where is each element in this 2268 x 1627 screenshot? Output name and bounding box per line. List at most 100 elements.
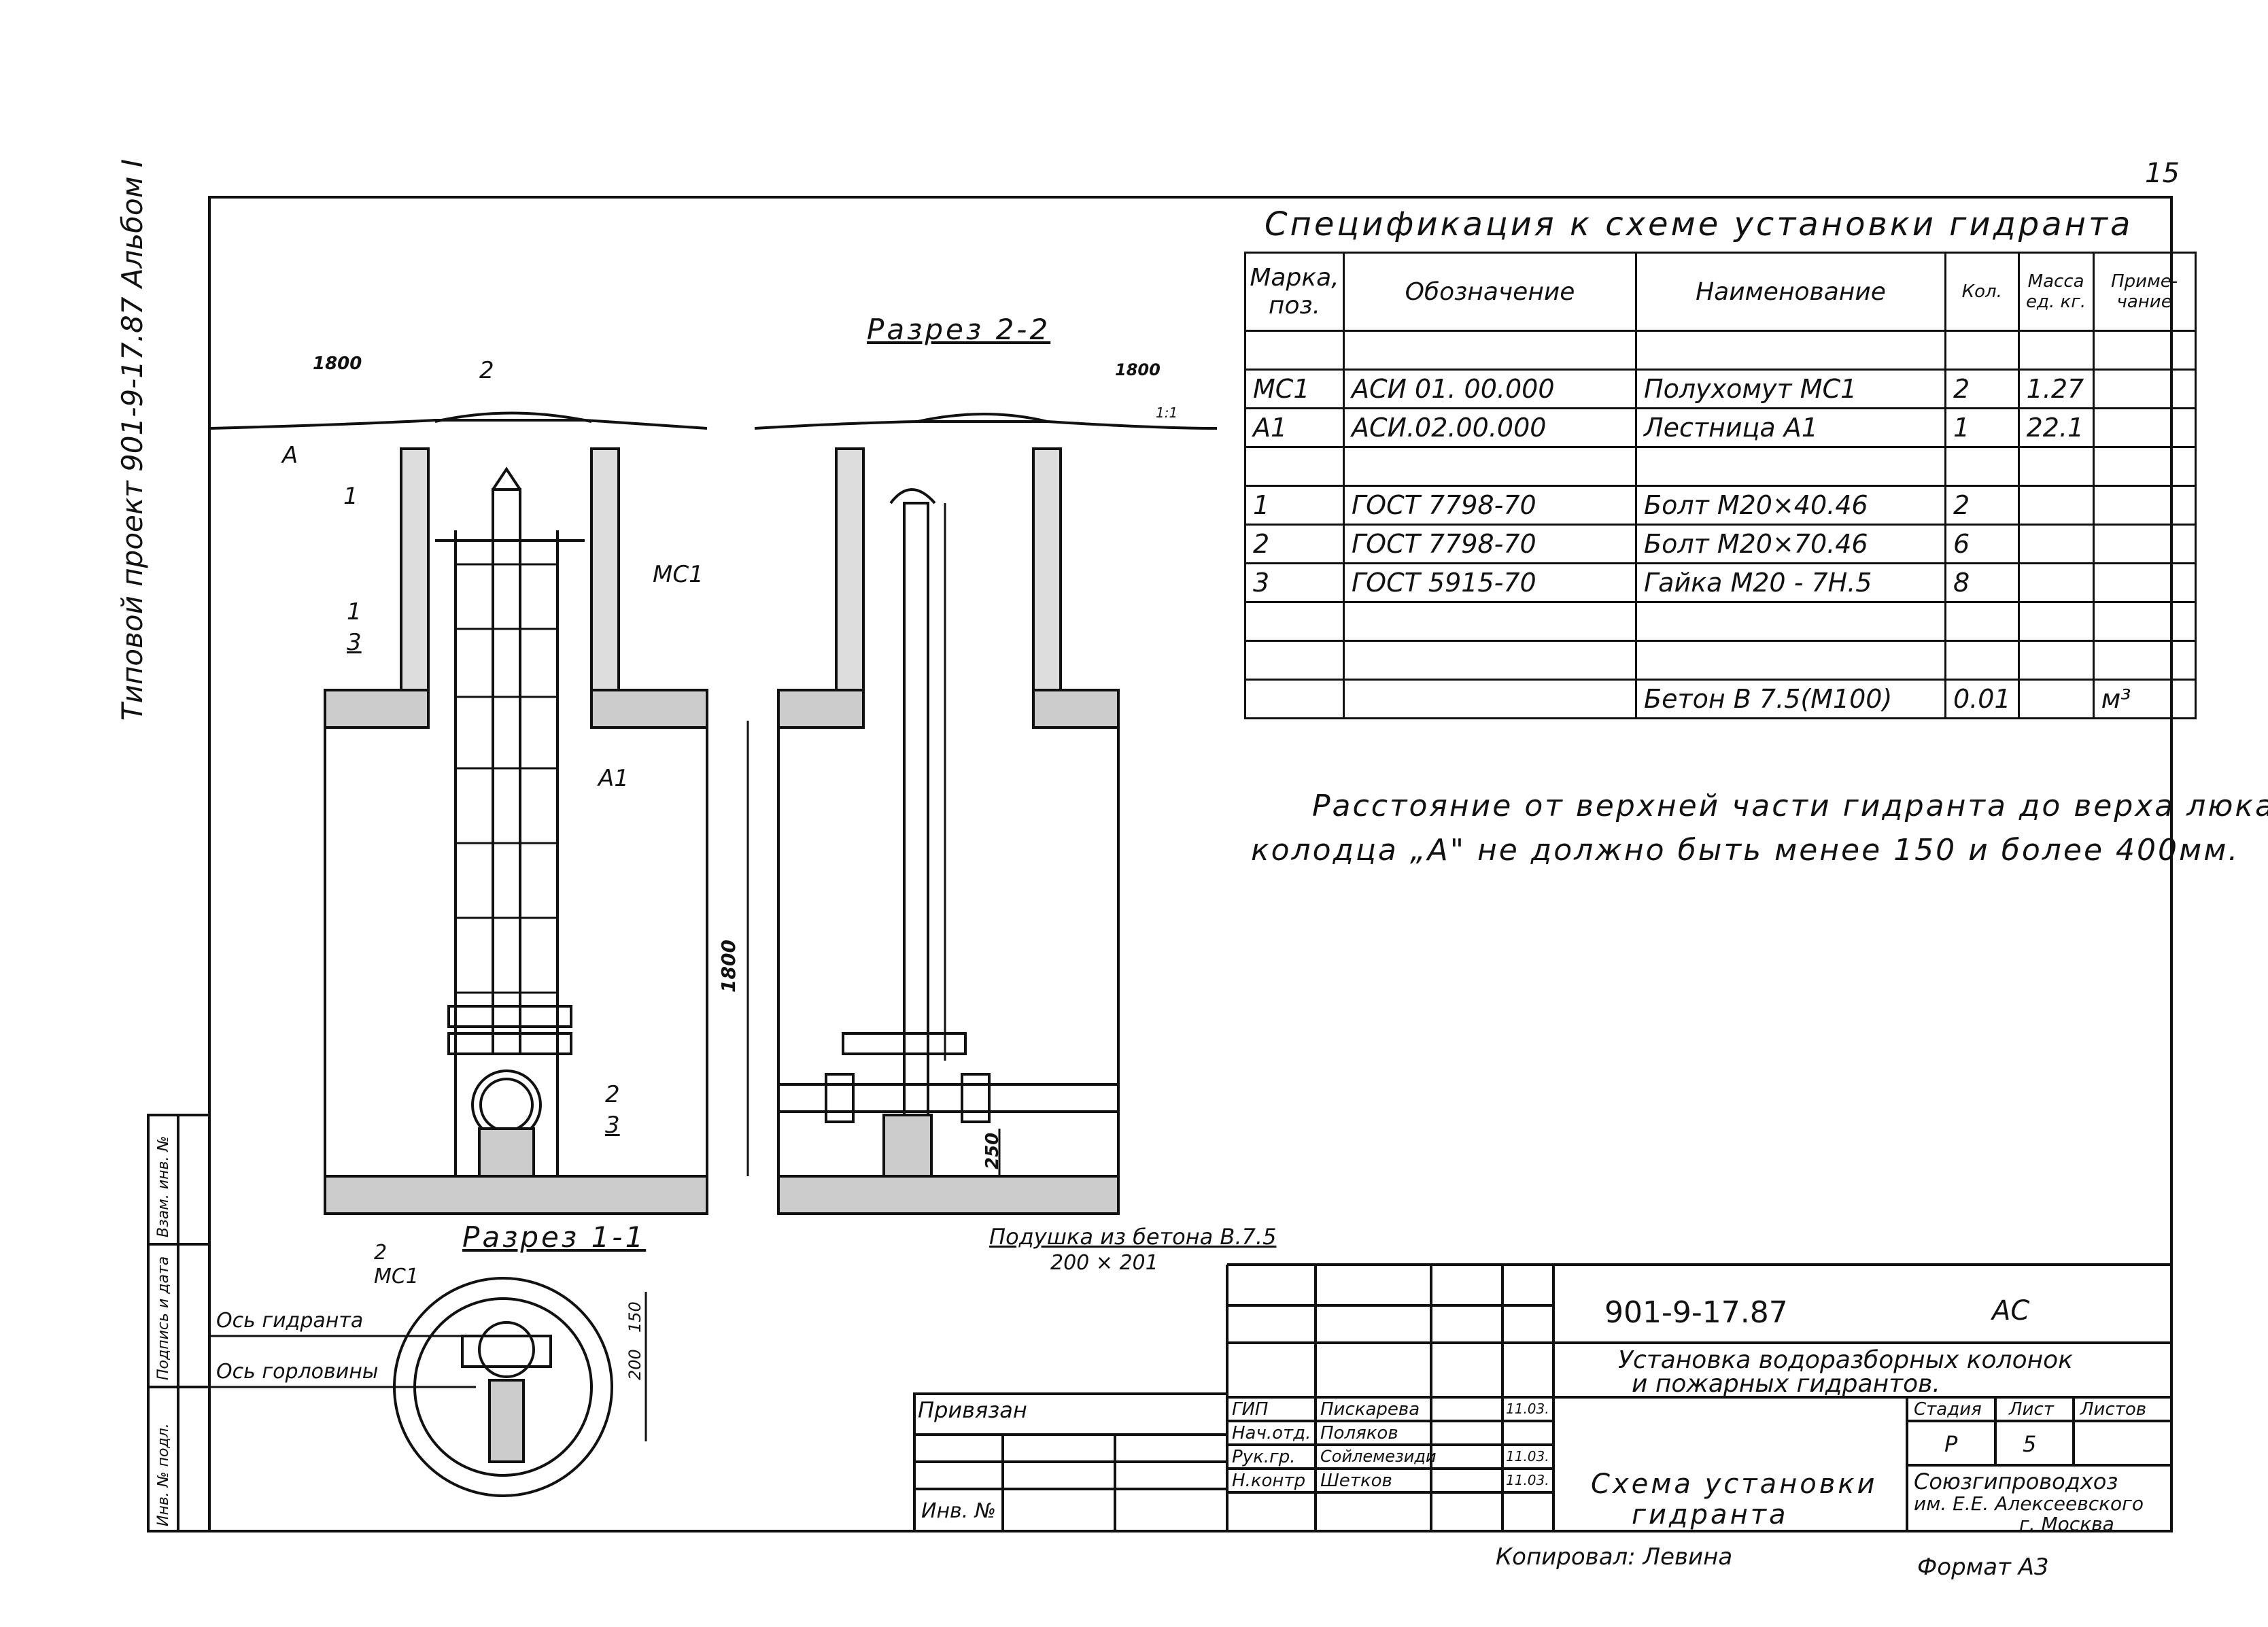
spec-header-row: Марка, поз. Обозначение Наименование Кол… (1244, 252, 2197, 332)
cell: 3 (1244, 562, 1345, 603)
cell: Лестница А1 (1635, 407, 1946, 448)
section-2-2-title: Разрез 2-2 (867, 313, 1051, 346)
cell: А1 (1244, 407, 1345, 448)
cell (1944, 330, 2020, 371)
cell (1635, 601, 1946, 642)
cell: Гайка М20 - 7Н.5 (1635, 562, 1946, 603)
stamp-sheet: 5 (2023, 1431, 2037, 1457)
sheet-format: Формат А3 (1917, 1554, 2049, 1581)
cell (2092, 446, 2197, 487)
section-mark-2: 2 (479, 357, 494, 384)
cell: АСИ.02.00.000 (1343, 407, 1637, 448)
spec-title: Спецификация к схеме установки гидранта (1265, 205, 2133, 243)
table-row (1244, 446, 2197, 487)
spec-table: Марка, поз. Обозначение Наименование Кол… (1244, 252, 2197, 719)
level-mark-a: А (282, 442, 298, 469)
stamp-sheets-header: Листов (2080, 1399, 2147, 1420)
dim-1800-right: 1800 (1115, 360, 1161, 379)
cell: 1 (1244, 485, 1345, 526)
section-1-1-elevation (210, 411, 708, 1215)
cell (2017, 601, 2095, 642)
side-title: Типовой проект 901-9-17.87 Альбом I (116, 158, 149, 721)
cell: 22.1 (2017, 407, 2095, 448)
cushion-size: 200 × 201 (1050, 1251, 1158, 1275)
cell (2092, 407, 2197, 448)
cell: Болт М20×40.46 (1635, 485, 1946, 526)
cell (1635, 330, 1946, 371)
cell (1244, 330, 1345, 371)
cell (1244, 640, 1345, 681)
section-mark-1: 1 (343, 483, 358, 510)
cell (2092, 640, 2197, 681)
axis-hydrant-label: Ось гидранта (216, 1309, 364, 1333)
stamp-org-2: им. Е.Е. Алексеевского (1914, 1492, 2144, 1515)
stamp-project-title-2: и пожарных гидрантов. (1632, 1370, 1940, 1398)
stamp-sheet-title-2: гидранта (1632, 1499, 1789, 1530)
cell: АСИ 01. 00.000 (1343, 369, 1637, 409)
cell (1244, 679, 1345, 719)
cell (2092, 524, 2197, 564)
label-mc1: МС1 (653, 561, 704, 588)
spec-header: Приме- чание (2092, 252, 2197, 332)
page-number: 15 (2145, 158, 2180, 189)
strip-label-vzam: Взам. инв. № (155, 1135, 172, 1237)
callout-3: 3 (347, 629, 362, 656)
stamp-project-title-1: Установка водоразборных колонок (1618, 1346, 2073, 1374)
dim-250: 250 (982, 1132, 1003, 1169)
cell (2017, 330, 2095, 371)
cell: Полухомут МС1 (1635, 369, 1946, 409)
stamp-org-1: Союзгипроводхоз (1914, 1469, 2118, 1494)
cell (1635, 640, 1946, 681)
cell (2017, 562, 2095, 603)
cell: 2 (1244, 524, 1345, 564)
cell (1944, 640, 2020, 681)
cell (1635, 446, 1946, 487)
cell: 0.01 (1944, 679, 2020, 719)
cell (2017, 640, 2095, 681)
cell (1944, 601, 2020, 642)
stamp-privyazan: Привязан (918, 1397, 1027, 1423)
cell: МС1 (1244, 369, 1345, 409)
stamp-name: Сойлемезиди (1320, 1447, 1437, 1466)
cell: м³ (2092, 679, 2197, 719)
spec-header: Масса ед. кг. (2017, 252, 2095, 332)
cell: 1.27 (2017, 369, 2095, 409)
table-row (1244, 601, 2197, 642)
cell (2092, 330, 2197, 371)
dim-1800-left: 1800 (313, 354, 362, 374)
cell (2017, 485, 2095, 526)
stamp-stage: Р (1944, 1431, 1958, 1457)
stamp-date: 11.03. (1506, 1401, 1549, 1417)
cell (2017, 524, 2095, 564)
strip-label-sign: Подпись и дата (155, 1256, 172, 1380)
slope-label: 1:1 (1156, 405, 1178, 421)
cell (1343, 679, 1637, 719)
cell (1244, 446, 1345, 487)
label-a1: А1 (598, 765, 629, 792)
title-block-grid (913, 1263, 2171, 1532)
cell (2092, 485, 2197, 526)
cell: ГОСТ 7798-70 (1343, 524, 1637, 564)
spec-header: Кол. (1944, 252, 2020, 332)
cell (1343, 446, 1637, 487)
axis-neck-label: Ось горловины (216, 1360, 379, 1384)
stamp-role: Рук.гр. (1232, 1447, 1296, 1467)
cell (2092, 562, 2197, 603)
stamp-inv: Инв. № (921, 1499, 997, 1523)
cell (1244, 601, 1345, 642)
dim-1800-vert: 1800 (717, 940, 740, 993)
plan-1-1 (211, 1277, 647, 1497)
cell: Болт М20×70.46 (1635, 524, 1946, 564)
stamp-code: 901-9-17.87 (1604, 1295, 1788, 1330)
stamp-sheet-title-1: Схема установки (1591, 1469, 1878, 1500)
cell: 6 (1944, 524, 2020, 564)
stamp-org-3: г. Москва (2019, 1513, 2114, 1535)
spec-header: Марка, поз. (1244, 252, 1345, 332)
stamp-stage-header: Стадия (1914, 1399, 1982, 1420)
section-1-1-title: Разрез 1-1 (462, 1220, 647, 1254)
note-line-1: Расстояние от верхней части гидранта до … (1312, 789, 2268, 823)
